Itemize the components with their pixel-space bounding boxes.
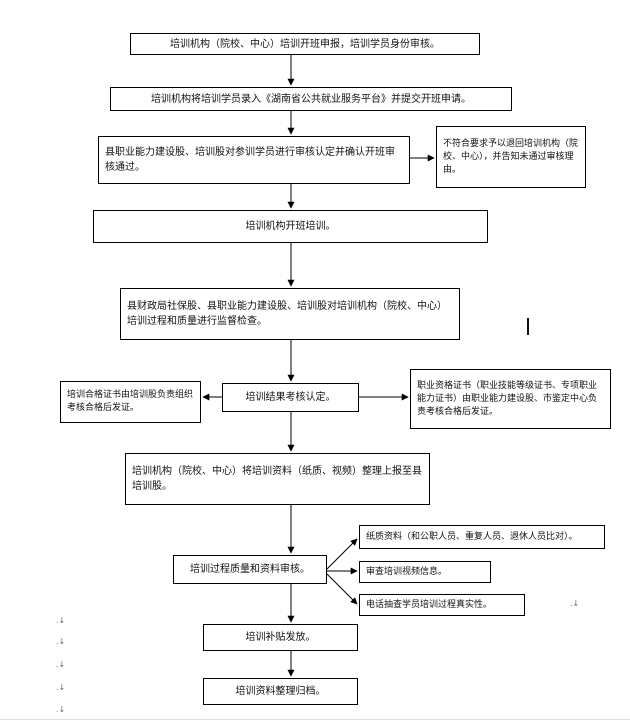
step9-box: 培训补贴发放。: [203, 624, 358, 651]
arrow-step8-branch1: [326, 538, 358, 570]
step3-reject-box: 不符合要求予以退回培训机构（院校、中心），并告知未通过审核理由。: [436, 126, 586, 188]
step6-left-box: 培训合格证书由培训股负责组织考核合格后发证。: [60, 381, 201, 423]
step3-text: 县职业能力建设股、培训股对参训学员进行审核认定并确认开班审核通过。: [105, 147, 395, 173]
step2-text: 培训机构将培训学员录入《湖南省公共就业服务平台》并提交开班申请。: [151, 93, 471, 105]
step3-box: 县职业能力建设股、培训股对参训学员进行审核认定并确认开班审核通过。: [98, 136, 410, 184]
paragraph-mark: .↓: [56, 660, 66, 669]
step8-branch3-text: 电话抽查学员培训过程真实性。: [366, 599, 493, 610]
text-cursor-mark: [527, 318, 529, 335]
paragraph-mark: .↓: [56, 616, 66, 625]
step8-branch2-box: 审查培训视频信息。: [359, 561, 491, 583]
step10-text: 培训资料整理归档。: [235, 686, 326, 697]
step6-right-text: 职业资格证书（职业技能等级证书、专项职业能力证书）由职业能力建设股、市鉴定中心负…: [417, 380, 598, 417]
step4-box: 培训机构开班培训。: [93, 210, 488, 243]
step1-box: 培训机构（院校、中心）培训开班申报，培训学员身份审核。: [130, 33, 480, 55]
step8-branch3-box: 电话抽查学员培训过程真实性。: [359, 594, 525, 616]
step6-box: 培训结果考核认定。: [222, 383, 359, 412]
step7-box: 培训机构（院校、中心）将培训资料（纸质、视频）整理上报至县培训股。: [125, 453, 430, 505]
paragraph-mark: .↓: [56, 705, 66, 714]
step6-right-box: 职业资格证书（职业技能等级证书、专项职业能力证书）由职业能力建设股、市鉴定中心负…: [410, 369, 611, 429]
step5-text: 县财政局社保股、县职业能力建设股、培训股对培训机构（院校、中心）培训过程和质量进…: [127, 301, 447, 327]
step9-text: 培训补贴发放。: [245, 632, 316, 643]
step8-box: 培训过程质量和资料审核。: [173, 555, 327, 584]
step10-box: 培训资料整理归档。: [203, 678, 358, 705]
step8-branch1-text: 纸质资料（和公职人员、重复人员、退休人员比对）。: [366, 531, 578, 542]
step1-text: 培训机构（院校、中心）培训开班申报，培训学员身份审核。: [170, 38, 440, 50]
step3-reject-text: 不符合要求予以退回培训机构（院校、中心），并告知未通过审核理由。: [443, 138, 579, 175]
step2-box: 培训机构将培训学员录入《湖南省公共就业服务平台》并提交开班申请。: [110, 87, 512, 111]
paragraph-mark: .↓: [56, 637, 66, 646]
page-bottom-divider: [0, 719, 630, 720]
paragraph-mark: .↓: [570, 599, 580, 608]
step6-left-text: 培训合格证书由培训股负责组织考核合格后发证。: [67, 390, 194, 413]
step6-text: 培训结果考核认定。: [245, 392, 336, 403]
step5-box: 县财政局社保股、县职业能力建设股、培训股对培训机构（院校、中心）培训过程和质量进…: [120, 288, 460, 340]
step8-branch2-text: 审查培训视频信息。: [366, 566, 448, 577]
arrow-step8-branch3: [326, 573, 358, 605]
paragraph-mark: .↓: [56, 683, 66, 692]
step8-branch1-box: 纸质资料（和公职人员、重复人员、退休人员比对）。: [359, 525, 605, 549]
step8-text: 培训过程质量和资料审核。: [190, 564, 310, 575]
step7-text: 培训机构（院校、中心）将培训资料（纸质、视频）整理上报至县培训股。: [132, 466, 422, 492]
step4-text: 培训机构开班培训。: [245, 221, 336, 232]
